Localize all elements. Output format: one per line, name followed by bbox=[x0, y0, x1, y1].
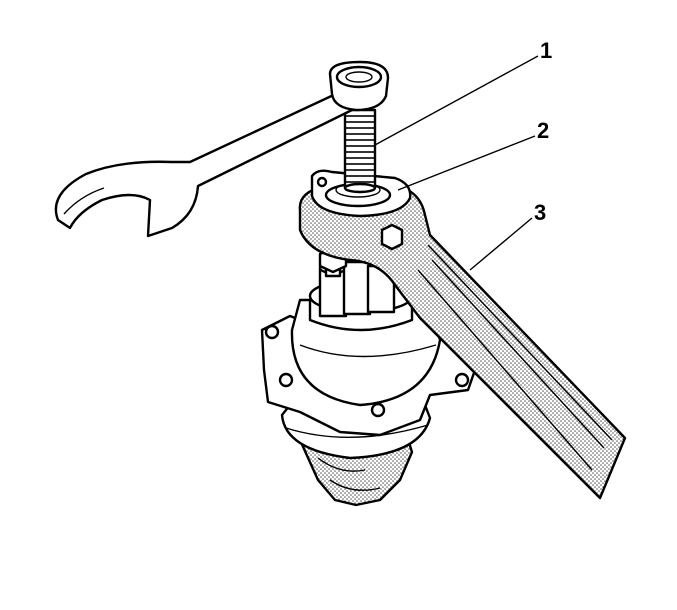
callout-3: 3 bbox=[534, 200, 546, 225]
wrench bbox=[54, 60, 390, 238]
forcing-screw bbox=[343, 108, 377, 194]
callout-1: 1 bbox=[540, 38, 552, 63]
leader-line-1 bbox=[374, 55, 539, 146]
leader-line-2 bbox=[397, 135, 536, 191]
leader-lines bbox=[374, 55, 539, 271]
callout-2: 2 bbox=[537, 118, 549, 143]
leader-line-3 bbox=[469, 217, 533, 271]
